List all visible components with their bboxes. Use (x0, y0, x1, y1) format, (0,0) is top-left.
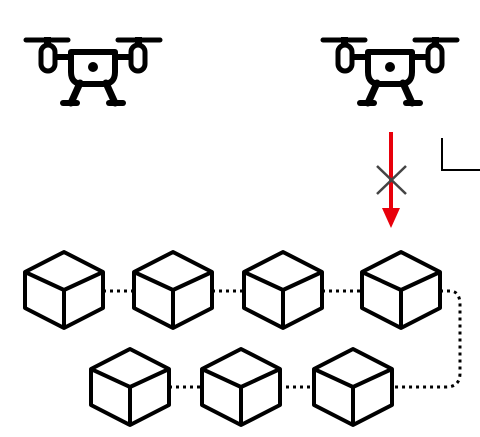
drone-icon (26, 37, 160, 103)
frame-corner (441, 138, 480, 171)
cube-icon (242, 250, 324, 330)
cube-icon (132, 250, 214, 330)
cube-icon (89, 347, 171, 427)
cross-icon (376, 165, 407, 195)
cube-icon (312, 347, 394, 427)
down-arrow-icon (382, 132, 400, 228)
cube-icon (23, 250, 105, 330)
chain-links (103, 289, 462, 389)
cube-icon (200, 347, 282, 427)
cube-icon (360, 250, 442, 330)
drone-icon (323, 37, 457, 103)
